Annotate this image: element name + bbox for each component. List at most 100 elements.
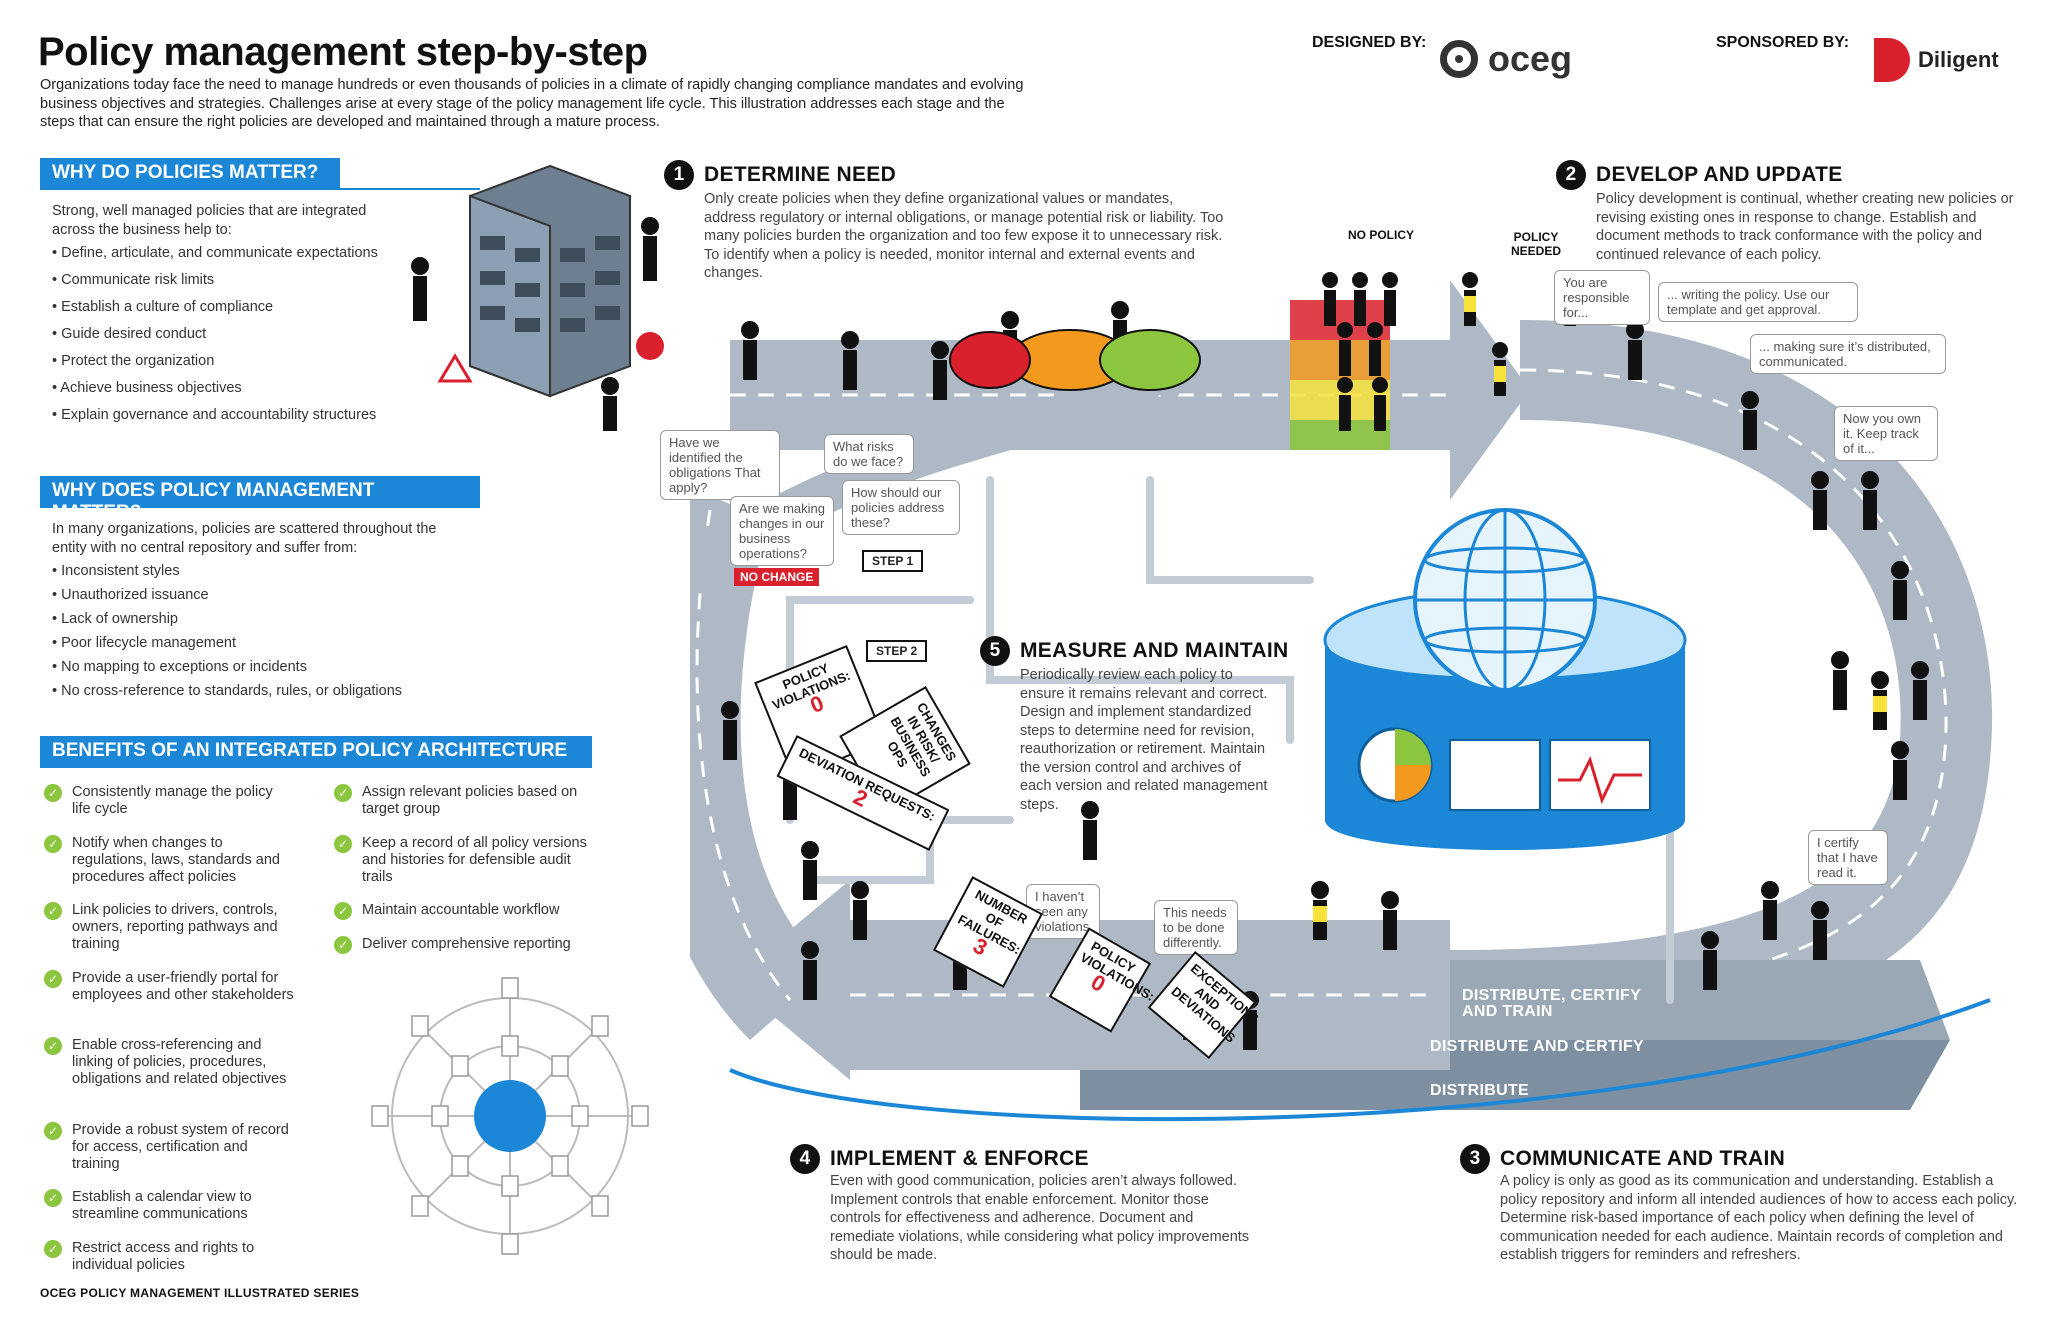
why-management-list: • Inconsistent styles • Unauthorized iss… <box>52 562 480 706</box>
step-1-sign: STEP 1 <box>862 550 924 572</box>
list-item: • Establish a culture of compliance <box>52 299 274 315</box>
list-item: ✓Keep a record of all policy versions an… <box>334 835 594 902</box>
list-item: • Explain governance and accountability … <box>52 407 377 423</box>
step-5-title: MEASURE AND MAINTAIN <box>1020 639 1289 662</box>
series-footer: OCEG POLICY MANAGEMENT ILLUSTRATED SERIE… <box>40 1286 360 1300</box>
step-5-text: Periodically review each policy to ensur… <box>1020 667 1268 813</box>
why-management-heading: WHY DOES POLICY MANAGEMENT MATTER? <box>40 476 480 523</box>
check-icon: ✓ <box>44 835 62 853</box>
step-4-number: 4 <box>790 1144 820 1174</box>
list-item: • Guide desired conduct <box>52 326 207 342</box>
list-item: ✓Assign relevant policies based on targe… <box>334 784 594 835</box>
list-item: ✓Provide a user-friendly portal for empl… <box>44 970 294 1037</box>
why-policies-heading: WHY DO POLICIES MATTER? <box>40 158 340 188</box>
page-title: Policy management step-by-step <box>38 30 648 74</box>
bubble-no-violations: I haven’t seen any violations. <box>1026 884 1100 939</box>
check-icon: ✓ <box>44 1122 62 1140</box>
list-item: • Unauthorized issuance <box>52 587 209 603</box>
no-policy-label: NO POLICY <box>1347 228 1414 242</box>
policy-needed-label: POLICY NEEDED <box>1510 230 1561 258</box>
designed-by-label: DESIGNED BY: <box>1312 34 1427 51</box>
list-item: ✓Deliver comprehensive reporting <box>334 936 594 970</box>
step-1-text: Only create policies when they define or… <box>704 191 1224 281</box>
diligent-wordmark: Diligent <box>1918 47 1999 72</box>
step-4-text: Even with good communication, policies a… <box>830 1173 1250 1263</box>
list-item: • Protect the organization <box>52 353 215 369</box>
bubble-making-sure: ... making sure it’s distributed, commun… <box>1750 334 1946 374</box>
no-change-sign: NO CHANGE <box>734 568 820 586</box>
diligent-mark-icon <box>1874 38 1910 82</box>
step-1-number: 1 <box>664 160 694 190</box>
bubble-obligations: Have we identified the obligations That … <box>660 430 780 500</box>
bubble-changes: Are we making changes in our business op… <box>730 496 834 566</box>
step-3-text: A policy is only as good as its communic… <box>1500 1173 2018 1263</box>
benefits-right-list: ✓Assign relevant policies based on targe… <box>334 784 594 970</box>
step-4-heading: 4 IMPLEMENT & ENFORCE <box>790 1144 1089 1174</box>
step-4-title: IMPLEMENT & ENFORCE <box>830 1147 1089 1170</box>
list-item: ✓Maintain accountable workflow <box>334 902 594 936</box>
check-icon: ✓ <box>44 784 62 802</box>
sponsored-by-label: SPONSORED BY: <box>1716 34 1850 51</box>
section-rule <box>40 506 480 508</box>
sign-deviation-value: 2 <box>849 784 872 812</box>
check-icon: ✓ <box>334 784 352 802</box>
benefits-left-list: ✓Consistently manage the policy life cyc… <box>44 784 294 1280</box>
list-item: • Poor lifecycle management <box>52 635 236 651</box>
lane-distribute-certify: DISTRIBUTE AND CERTIFY <box>1430 1038 1645 1055</box>
step-1-title: DETERMINE NEED <box>704 163 897 186</box>
check-icon: ✓ <box>44 1240 62 1258</box>
check-icon: ✓ <box>44 970 62 988</box>
oceg-logo: oceg <box>1440 38 1572 80</box>
check-icon: ✓ <box>334 936 352 954</box>
list-item: ✓Consistently manage the policy life cyc… <box>44 784 294 835</box>
step-3-title: COMMUNICATE AND TRAIN <box>1500 1147 1786 1170</box>
check-icon: ✓ <box>44 1189 62 1207</box>
check-icon: ✓ <box>44 902 62 920</box>
section-rule <box>40 188 480 190</box>
bubble-own-it: Now you own it. Keep track of it... <box>1834 406 1938 461</box>
list-item: ✓Enable cross-referencing and linking of… <box>44 1037 294 1122</box>
bubble-address: How should our policies address these? <box>842 480 960 535</box>
list-item: • Define, articulate, and communicate ex… <box>52 245 378 261</box>
people-silhouettes <box>721 272 1929 1050</box>
step-5-number: 5 <box>980 636 1010 666</box>
check-icon: ✓ <box>44 1037 62 1055</box>
why-management-intro: In many organizations, policies are scat… <box>52 521 437 556</box>
list-item: • Inconsistent styles <box>52 563 180 579</box>
bubble-certify: I certify that I have read it. <box>1808 830 1888 885</box>
step-2-number: 2 <box>1556 160 1586 190</box>
why-policies-section: WHY DO POLICIES MATTER? Strong, well man… <box>40 158 480 433</box>
bubble-responsible: You are responsible for... <box>1554 270 1650 325</box>
filing-cabinet-illustration <box>411 164 664 431</box>
benefits-heading: BENEFITS OF AN INTEGRATED POLICY ARCHITE… <box>40 736 592 766</box>
list-item: ✓Provide a robust system of record for a… <box>44 1122 294 1189</box>
lane-distribute: DISTRIBUTE <box>1430 1082 1529 1099</box>
list-item: • Achieve business objectives <box>52 380 242 396</box>
list-item: • No cross-reference to standards, rules… <box>52 683 403 699</box>
check-icon: ✓ <box>334 902 352 920</box>
step-3-heading: 3 COMMUNICATE AND TRAIN <box>1460 1144 1785 1174</box>
step-1-heading: 1 DETERMINE NEED <box>664 160 896 190</box>
step-2-sign: STEP 2 <box>866 640 928 662</box>
oceg-mark-icon <box>1440 40 1478 78</box>
diligent-logo: Diligent <box>1874 38 1999 82</box>
oceg-wordmark: oceg <box>1488 38 1573 79</box>
section-rule <box>40 766 592 768</box>
bubble-differently: This needs to be done differently. <box>1154 900 1238 955</box>
step-2-heading: 2 DEVELOP AND UPDATE <box>1556 160 1843 190</box>
step-5-heading: 5 MEASURE AND MAINTAIN <box>980 636 1289 666</box>
list-item: ✓Link policies to drivers, controls, own… <box>44 902 294 970</box>
check-icon: ✓ <box>334 835 352 853</box>
list-item: • Communicate risk limits <box>52 272 215 288</box>
policy-network-diagram <box>371 977 649 1255</box>
why-policies-intro: Strong, well managed policies that are i… <box>52 203 367 238</box>
policy-repository-globe <box>1323 508 1687 850</box>
list-item: ✓Establish a calendar view to streamline… <box>44 1189 294 1240</box>
lane-distribute-certify-train: DISTRIBUTE, CERTIFY AND TRAIN <box>1462 987 1641 1020</box>
benefits-section: BENEFITS OF AN INTEGRATED POLICY ARCHITE… <box>40 736 600 768</box>
step-2-title: DEVELOP AND UPDATE <box>1596 163 1843 186</box>
step-3-number: 3 <box>1460 1144 1490 1174</box>
why-policies-list: • Define, articulate, and communicate ex… <box>52 244 480 433</box>
list-item: • No mapping to exceptions or incidents <box>52 659 307 675</box>
list-item: ✓Notify when changes to regulations, law… <box>44 835 294 902</box>
